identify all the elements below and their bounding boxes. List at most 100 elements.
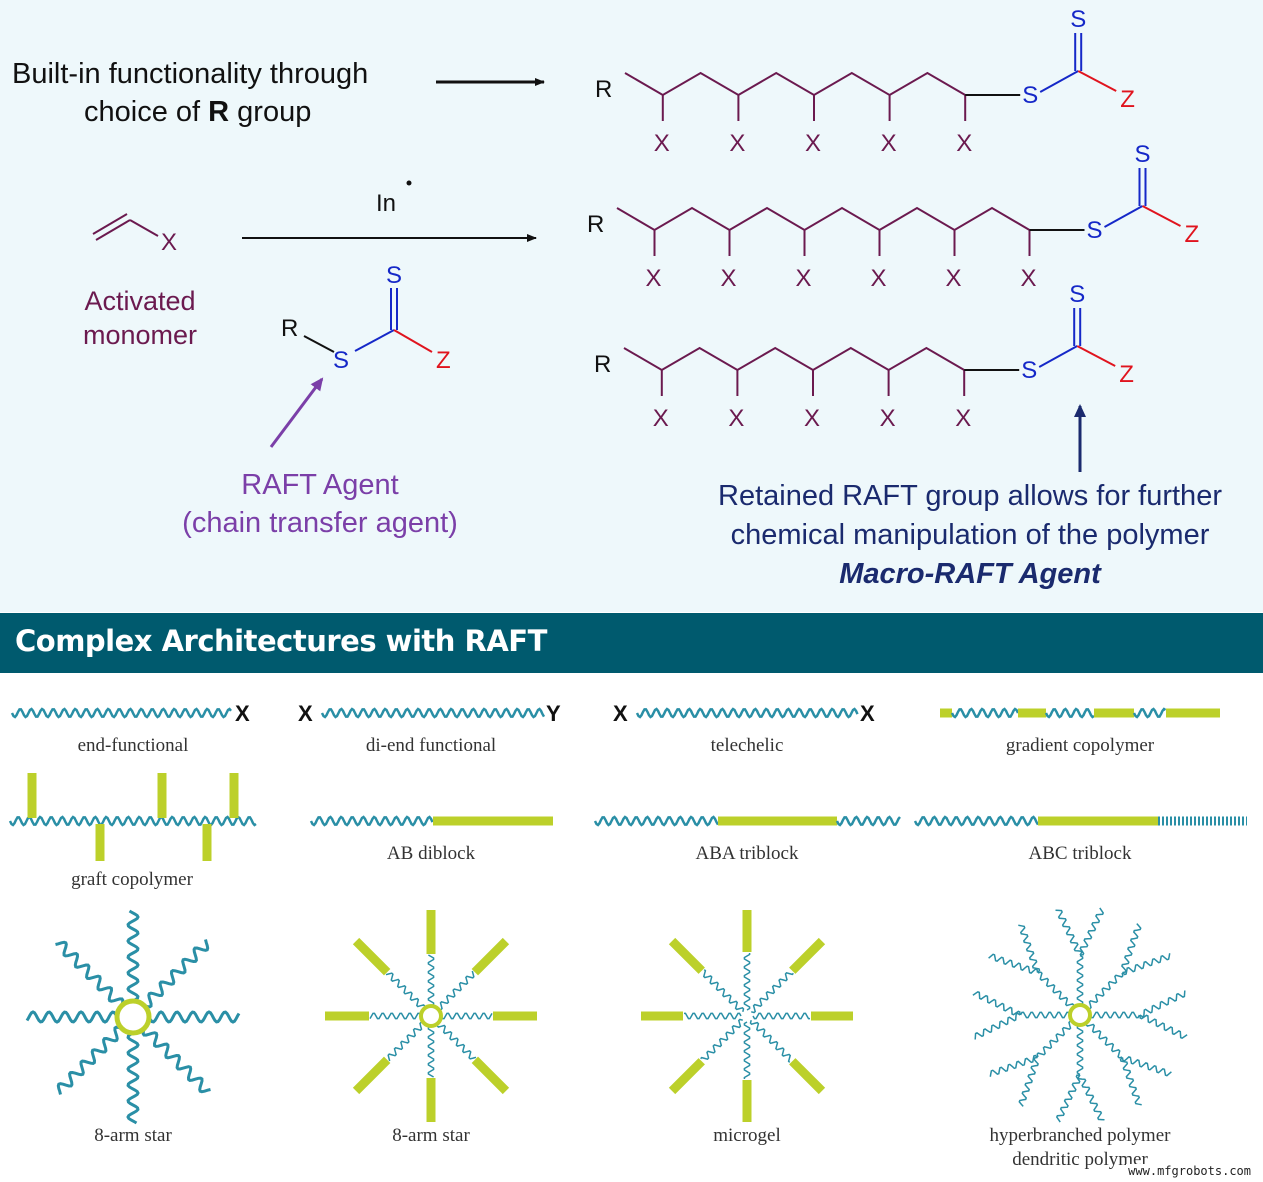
hyper-arm-7: [1086, 972, 1124, 1010]
chain-middle-cz-bond: [1142, 205, 1181, 227]
label-graft-copolymer: graft copolymer: [71, 869, 193, 890]
r-group-note-line2: choice of R group: [12, 93, 368, 131]
chain-middle-s1: S: [1087, 217, 1103, 244]
section-banner: Complex Architectures with RAFT: [0, 613, 1263, 673]
hyper-branch-4-0: [974, 1012, 1021, 1040]
chain-top-x-0: X: [654, 130, 670, 157]
chain-top-backbone: [624, 71, 966, 97]
chain-middle-x-1: X: [721, 265, 737, 292]
di-end-functional-chain: [320, 707, 546, 719]
chain-bottom-cz-bond: [1076, 345, 1116, 367]
chain-bottom-x-2: X: [804, 405, 820, 432]
di-end-functional-x: X: [298, 701, 313, 726]
arch-graft-copolymer: [8, 773, 257, 861]
label-end-functional: end-functional: [77, 735, 189, 756]
label-8-arm-star-1: 8-arm star: [94, 1125, 172, 1146]
abc-a-block: [913, 815, 1040, 827]
chain-middle-x-3: X: [871, 265, 887, 292]
arch-8-arm-star-2-arm-7: [437, 970, 475, 1011]
chain-middle-z: Z: [1185, 221, 1200, 248]
telechelic-x2: X: [860, 701, 875, 726]
hyper-branch-5-0: [988, 953, 1039, 974]
chain-middle-x-4: X: [946, 265, 962, 292]
r-group-note-group: group: [237, 96, 312, 128]
gradient-wave-2: [1044, 707, 1095, 719]
chain-middle-x-0: X: [646, 265, 662, 292]
arch-8-arm-star-2-tip-5: [352, 937, 391, 976]
chain-middle-backbone: [616, 206, 1031, 232]
retained-note: Retained RAFT group allows for further c…: [660, 477, 1263, 594]
arch-8-arm-star-2: [325, 910, 537, 1122]
arch-8-arm-star-1-core: [114, 998, 152, 1036]
arch-microgel-tip-3: [668, 1058, 705, 1095]
chain-top-x-2: X: [805, 130, 821, 157]
monomer-structure: X: [92, 213, 177, 256]
arch-8-arm-star-1-arm-3: [56, 1025, 123, 1095]
hyper-branch-3-0: [1018, 1056, 1039, 1107]
arch-8-arm-star-1-arm-4: [25, 1010, 119, 1024]
chain-bottom-cs-bond: [1038, 345, 1078, 368]
raft-agent-s1: S: [333, 347, 349, 374]
chain-bottom-s2: S: [1069, 281, 1085, 308]
hyper-branch-4-1: [972, 990, 1021, 1016]
hyper-arm-0: [1089, 1011, 1141, 1019]
r-group-note: Built-in functionality through choice of…: [12, 55, 368, 131]
arch-8-arm-star-2-arm-5: [385, 972, 426, 1010]
retained-note-line1: Retained RAFT group allows for further: [718, 480, 1222, 512]
hyper-arm-5: [1037, 971, 1075, 1009]
chain-top-x-3: X: [881, 130, 897, 157]
chain-middle-cs-bond: [1104, 205, 1143, 228]
raft-agent-structure: R S S Z: [281, 262, 451, 374]
hyper-arm-2: [1076, 1024, 1084, 1076]
hyper-arm-4: [1019, 1011, 1071, 1019]
arch-8-arm-star-2-tip-3: [352, 1056, 391, 1095]
end-functional-chain: [10, 707, 232, 719]
chain-middle-x-5: X: [1021, 265, 1037, 292]
raft-agent-arrow: [269, 377, 324, 448]
watermark: www.mfgrobots.com: [1126, 1164, 1253, 1178]
radical-dot: [406, 180, 412, 186]
label-di-end-functional: di-end functional: [365, 735, 497, 756]
chain-middle-r: R: [587, 211, 604, 238]
raft-agent-s2: S: [386, 262, 402, 289]
label-dendritic: dendritic polymer: [1012, 1149, 1148, 1170]
chain-bottom-x-3: X: [880, 405, 896, 432]
arch-microgel-tip-5: [668, 937, 705, 974]
hyper-branch-2-1: [1055, 1074, 1081, 1123]
arch-8-arm-star-2-arm-0: [440, 1012, 493, 1020]
hyper-branch-2-0: [1077, 1074, 1105, 1121]
hyper-branch-6-1: [1079, 907, 1105, 956]
arch-microgel-arm-6: [743, 953, 751, 1011]
arch-8-arm-star-1-arm-0: [147, 1010, 241, 1024]
arch-8-arm-star-2-core: [419, 1004, 443, 1028]
arch-8-arm-star-1-arm-6: [126, 909, 140, 1003]
arch-abc-triblock: [913, 815, 1247, 827]
banner-title: Complex Architectures with RAFT: [15, 624, 547, 658]
arch-microgel-arm-1: [749, 1020, 792, 1063]
end-functional-x: X: [235, 701, 250, 726]
chain-bottom-x-4: X: [955, 405, 971, 432]
arch-aba-triblock: [593, 815, 901, 827]
retained-note-line2: chemical manipulation of the polymer: [730, 519, 1210, 551]
raft-agent-z: Z: [436, 347, 451, 374]
arch-8-arm-star-2-tip-1: [471, 1056, 510, 1095]
hyper-branch-0-0: [1139, 990, 1186, 1018]
label-8-arm-star-2: 8-arm star: [392, 1125, 470, 1146]
arch-8-arm-star-1-arm-5: [55, 940, 125, 1007]
gradient-wave-3: [1132, 707, 1167, 719]
arch-8-arm-star-2-tip-7: [471, 937, 510, 976]
ab-a-block: [309, 815, 434, 827]
arch-microgel-arm-2: [743, 1021, 751, 1079]
macro-raft-label: Macro-RAFT Agent: [839, 558, 1101, 590]
chain-top-r: R: [595, 76, 612, 103]
arch-8-arm-star-2-arm-3: [387, 1021, 425, 1062]
hyper-core: [1068, 1003, 1092, 1027]
di-end-functional-y: Y: [546, 701, 561, 726]
arch-microgel-arm-4: [684, 1012, 742, 1020]
aba-a2-block: [835, 815, 901, 827]
